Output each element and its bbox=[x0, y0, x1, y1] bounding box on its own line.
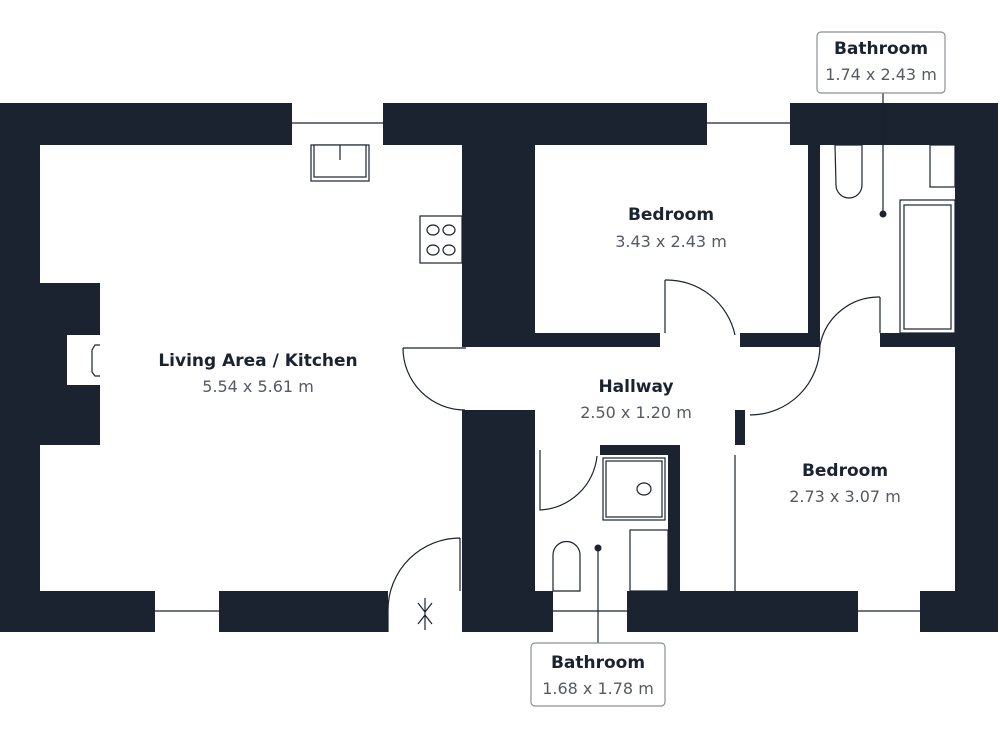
svg-text:1.68 x 1.78 m: 1.68 x 1.78 m bbox=[542, 679, 654, 698]
room-label-bedroom-1: Bedroom 3.43 x 2.43 m bbox=[615, 205, 727, 251]
svg-text:Bathroom: Bathroom bbox=[834, 39, 928, 59]
callout-bathroom-1: Bathroom 1.74 x 2.43 m bbox=[816, 31, 946, 94]
room-label-living-kitchen: Living Area / Kitchen 5.54 x 5.61 m bbox=[158, 351, 357, 396]
svg-text:Bedroom: Bedroom bbox=[628, 205, 714, 225]
basin-icon bbox=[929, 144, 956, 188]
basin-icon bbox=[629, 529, 669, 592]
svg-text:1.74 x 2.43 m: 1.74 x 2.43 m bbox=[825, 65, 937, 84]
toilet-icon bbox=[552, 540, 581, 592]
doors bbox=[387, 279, 881, 632]
callout-lines bbox=[594, 93, 887, 643]
svg-text:2.50 x 1.20 m: 2.50 x 1.20 m bbox=[580, 403, 692, 422]
room-label-hallway: Hallway 2.50 x 1.20 m bbox=[580, 377, 692, 422]
svg-text:3.43 x 2.43 m: 3.43 x 2.43 m bbox=[615, 232, 727, 251]
svg-text:5.54 x 5.61 m: 5.54 x 5.61 m bbox=[202, 377, 314, 396]
svg-text:2.73 x 3.07 m: 2.73 x 3.07 m bbox=[789, 487, 901, 506]
svg-text:Living Area / Kitchen: Living Area / Kitchen bbox=[158, 351, 357, 371]
fireplace-icon bbox=[91, 344, 100, 377]
fixtures bbox=[91, 144, 956, 592]
svg-text:Bathroom: Bathroom bbox=[551, 653, 645, 673]
svg-text:Hallway: Hallway bbox=[598, 377, 673, 397]
hob-icon bbox=[419, 215, 463, 264]
windows bbox=[155, 103, 920, 632]
toilet-icon bbox=[834, 144, 863, 199]
callout-bathroom-2: Bathroom 1.68 x 1.78 m bbox=[530, 642, 666, 707]
room-label-bedroom-2: Bedroom 2.73 x 3.07 m bbox=[789, 461, 901, 506]
svg-text:Bedroom: Bedroom bbox=[802, 461, 888, 481]
